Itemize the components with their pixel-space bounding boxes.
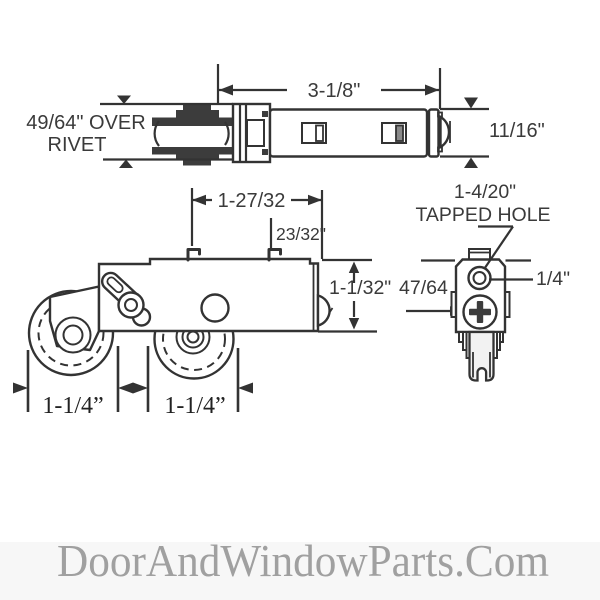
watermark-text: DoorAndWindowParts.Com: [57, 535, 549, 586]
end-top-tab: [468, 248, 491, 261]
housing-plan-body: [268, 108, 429, 158]
end-wheel-stack: [458, 330, 504, 382]
screw-head-bulge: [439, 114, 451, 150]
wheel-dim-right-label: 1-1/4”: [164, 393, 225, 419]
dimension-1-4: 1/4": [421, 259, 570, 290]
dim-1-27-32-label: 1-27/32: [218, 190, 286, 212]
dimension-23-32: 23/32": [269, 218, 326, 250]
end-view: 1-4/20" TAPPED HOLE 1/4": [415, 181, 570, 382]
dimension-1-27-32: 1-27/32: [190, 188, 324, 259]
rivet-block: [231, 102, 272, 164]
dim-1-1-32-label: 1-1/32": [329, 277, 391, 299]
tapped-hole-label-2: TAPPED HOLE: [415, 204, 550, 226]
dim-47-64-label: 47/64: [399, 277, 448, 299]
tapped-hole: [467, 265, 492, 291]
end-cap-plan: [427, 108, 451, 158]
top-plan-view: 3-1/8" 49/64" OVER RIVET 11/16": [26, 64, 545, 168]
housing-hole-1: [301, 122, 327, 144]
roller-stack-plan: [152, 103, 233, 166]
wheel-concave-left: [153, 120, 160, 147]
left-wheel-hub: [54, 316, 92, 354]
over-rivet-label-2: RIVET: [48, 134, 107, 156]
tapped-hole-callout: 1-4/20" TAPPED HOLE: [415, 181, 551, 270]
over-rivet-label-1: 49/64" OVER: [26, 112, 145, 134]
dimension-1-1-32: 1-1/32": [318, 258, 391, 333]
dim-1-4-label: 1/4": [536, 268, 570, 290]
dimension-49-64-over-rivet: 49/64" OVER RIVET: [26, 95, 233, 168]
adjustment-cam: [100, 271, 152, 327]
watermark-band: [0, 542, 600, 600]
end-wheel-groove: [468, 330, 495, 382]
dim-3-1-8-label: 3-1/8": [308, 80, 361, 102]
housing-hole-2: [381, 122, 407, 144]
side-screw-bulge: [316, 293, 334, 328]
wheel-concave-right: [224, 121, 230, 146]
dim-23-32-label: 23/32": [276, 224, 326, 244]
tapped-hole-label-1: 1-4/20": [454, 181, 516, 203]
dimension-11-16: 11/16": [440, 97, 545, 168]
side-elevation-view: 1-27/32 23/32" 1-1/32" 47/64: [13, 188, 463, 419]
dim-11-16-label: 11/16": [489, 120, 545, 142]
housing-center-hole: [200, 293, 230, 323]
wheel-dim-left-label: 1-1/4”: [42, 393, 103, 419]
dimension-3-1-8: 3-1/8": [216, 64, 442, 109]
phillips-screw: [462, 294, 498, 330]
mount-hook-1: [186, 248, 201, 262]
mount-hook-2: [267, 248, 282, 262]
dimension-wheels-1-1-4: 1-1/4” 1-1/4”: [13, 346, 253, 419]
watermark: DoorAndWindowParts.Com: [0, 535, 600, 600]
